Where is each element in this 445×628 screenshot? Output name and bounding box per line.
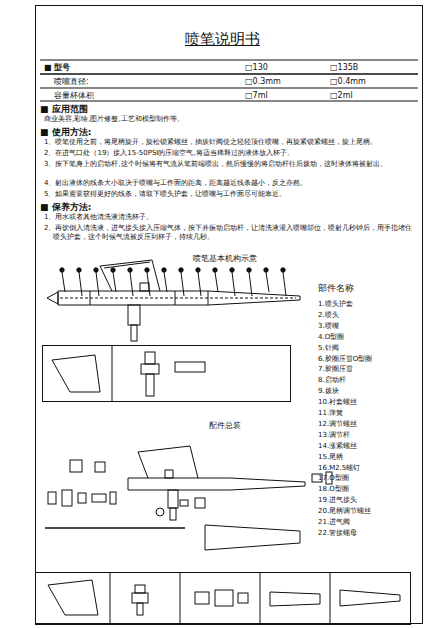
part-name: 16.M2.5螺钉	[318, 464, 418, 473]
callout-dot	[94, 268, 98, 272]
label-text: ■ 型号	[44, 63, 194, 73]
part-name: 20.尾柄调节螺丝	[318, 507, 418, 516]
detail-boxes	[43, 346, 291, 402]
part-name: 11.弹簧	[318, 409, 418, 418]
part-name: 14.涨紧螺丝	[318, 442, 418, 451]
label-text: □7ml	[245, 91, 325, 101]
label-text: ■ 使用方法:	[40, 127, 240, 138]
part-name: 12.调节螺丝	[318, 420, 418, 429]
callout-dot	[230, 268, 234, 272]
label-text: □0.3mm	[245, 77, 325, 87]
callout-dot	[145, 268, 149, 272]
callout-dot	[196, 268, 200, 272]
callout-dot	[111, 268, 115, 272]
callout-dot	[264, 268, 268, 272]
part-name: 5.针阀	[318, 344, 418, 353]
page-title: 喷笔说明书	[0, 30, 445, 49]
callout-dot	[77, 268, 81, 272]
label-text: 喷嘴直径:	[54, 77, 204, 87]
leader-line	[266, 272, 269, 292]
label-text: 2、再饮倒入清洗液，进气接头接入压缩气体，按下并振动启动杆，让清洗液灌入喷嘴部位…	[44, 224, 418, 242]
callout-dot	[60, 268, 64, 272]
label-text: □2ml	[330, 91, 410, 101]
part-name: 4.O型圈	[318, 333, 418, 342]
label-text: ■ 应用范围	[40, 104, 240, 115]
part-name: 22.管接螺母	[318, 529, 418, 538]
callout-dot	[213, 268, 217, 272]
callout-dot	[128, 268, 132, 272]
part-name: 10.衬套螺丝	[318, 398, 418, 407]
part-name: 7.胶圈压冒	[318, 365, 418, 374]
leader-line	[283, 272, 286, 296]
label-text: 容量杯体积	[54, 91, 204, 101]
part-name: 13.调节杆	[318, 431, 418, 440]
label-text: □0.4mm	[330, 77, 410, 87]
leader-line	[249, 272, 252, 296]
leader-line	[79, 272, 82, 296]
leader-line	[130, 272, 133, 296]
part-name: 1.喷头护套	[318, 300, 418, 309]
label-text: 5、如果需要获得更好的线条，请取下喷头护套，让喷嘴与工作面尽可能靠近。	[44, 190, 418, 199]
label-text: 喷笔基本机构示意	[120, 254, 330, 264]
label-text: 1、喷笔使用之前，将尾柄旋开，旋松锁紧螺丝，抽拔针阀使之轻轻顶住喷嘴，再旋紧锁紧…	[44, 138, 418, 147]
part-name: 19.进气接头	[318, 496, 418, 505]
part-name: 9.拨块	[318, 387, 418, 396]
label-text: □135B	[330, 63, 410, 73]
label-text: ■ 保养方法:	[40, 202, 240, 213]
bottom-boxes	[36, 573, 411, 625]
part-name: 3.喷嘴	[318, 322, 418, 331]
leader-line	[232, 272, 235, 296]
leader-line	[147, 272, 150, 296]
leader-line	[62, 272, 65, 292]
callout-dot	[247, 268, 251, 272]
label-text: 4、射出液体的线条大小取决于喷嘴与工作面的距离，距离越近线条越小，反之亦然。	[44, 179, 418, 188]
leader-line	[215, 272, 218, 292]
part-name: 17.O型圈	[318, 474, 418, 483]
part-name: 2.喷头	[318, 311, 418, 320]
spec-table	[40, 60, 418, 101]
leader-line	[96, 272, 99, 296]
label-text: 部件名称	[318, 283, 408, 294]
exploded-parts	[45, 446, 332, 550]
label-text: 配件总装	[170, 421, 280, 431]
label-text: 3、按下笔身上的启动杆,这个时候将有气流从笔前端喷出，然后慢慢的将启动杆往后拨动…	[44, 160, 418, 169]
callout-dot	[179, 268, 183, 272]
label-text: 1、用水或者其他清洗液清洗杯子。	[44, 213, 418, 222]
part-name: 21.进气阀	[318, 518, 418, 527]
part-name: 18.O型圈	[318, 485, 418, 494]
part-name: 6.胶圈压冒O型圈	[318, 355, 418, 364]
leader-line	[181, 272, 184, 296]
callout-dot	[162, 268, 166, 272]
leader-line	[198, 272, 201, 296]
leader-line	[113, 272, 116, 292]
leader-line	[164, 272, 167, 292]
page-frame	[36, 6, 423, 624]
label-text: 商业美容,彩绘,图片修整,工艺和模型制作等。	[44, 115, 414, 124]
label-text: □130	[245, 63, 325, 73]
part-name: 8.启动杆	[318, 376, 418, 385]
part-name: 15.尾柄	[318, 453, 418, 462]
callout-dot	[281, 268, 285, 272]
airbrush-drawing	[47, 260, 300, 341]
label-text: 2、在进气口处（19）接入15-50PSI的压缩空气,将适当稀释过的液体放入杯子…	[44, 149, 418, 158]
